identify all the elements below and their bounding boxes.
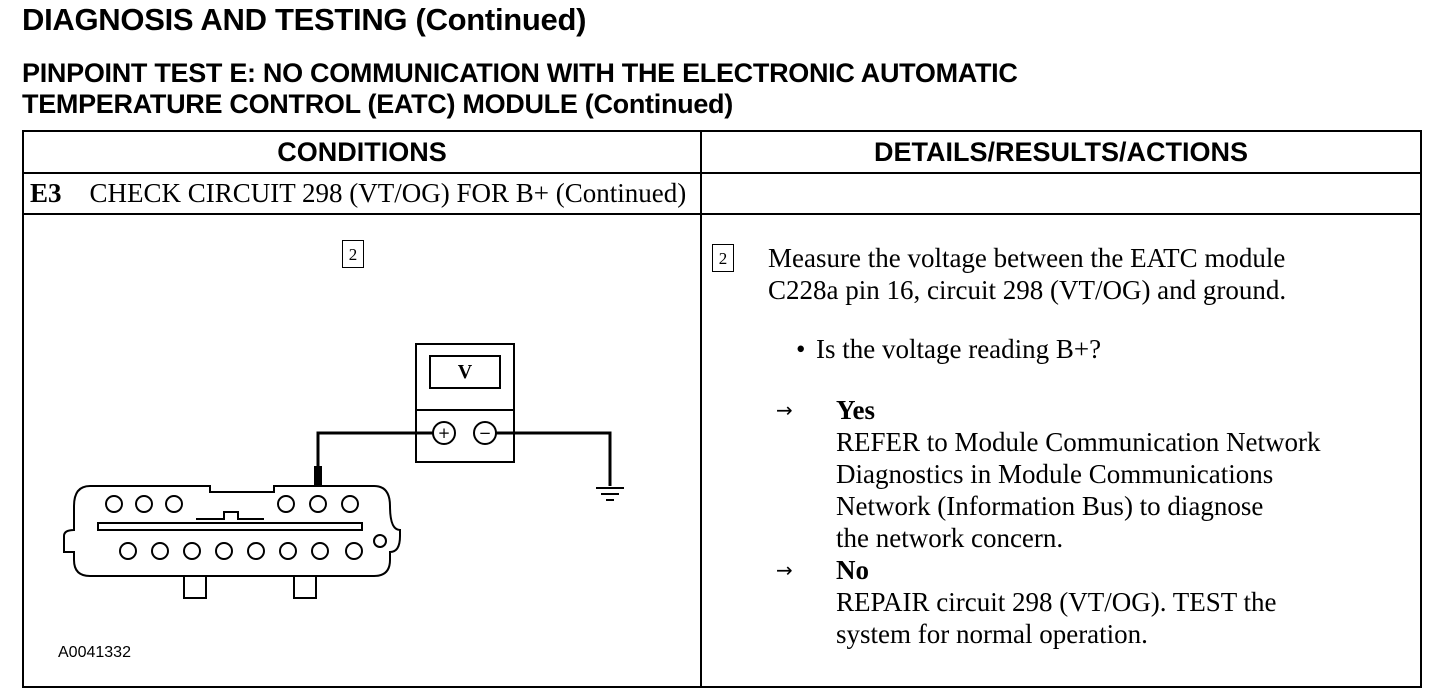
yes-line-4: the network concern. bbox=[836, 523, 1064, 553]
plus-symbol: + bbox=[437, 424, 451, 442]
meter-display: V bbox=[457, 361, 473, 383]
test-title-line-2: TEMPERATURE CONTROL (EATC) MODULE (Conti… bbox=[22, 89, 733, 119]
instruction-line-1: Measure the voltage between the EATC mod… bbox=[768, 243, 1286, 273]
section-title: DIAGNOSIS AND TESTING (Continued) bbox=[22, 2, 587, 37]
pinpoint-test-title: PINPOINT TEST E: NO COMMUNICATION WITH T… bbox=[22, 58, 1018, 120]
conditions-column-header: CONDITIONS bbox=[277, 137, 447, 167]
voltmeter-connector-diagram bbox=[63, 343, 624, 599]
no-arrow-icon: → bbox=[776, 558, 793, 582]
measurement-instruction: Measure the voltage between the EATC mod… bbox=[768, 242, 1408, 306]
details-column-header: DETAILS/RESULTS/ACTIONS bbox=[873, 137, 1248, 167]
no-line-1: REPAIR circuit 298 (VT/OG). TEST the bbox=[836, 587, 1277, 617]
no-result: No REPAIR circuit 298 (VT/OG). TEST the … bbox=[836, 554, 1396, 650]
no-label: No bbox=[836, 555, 869, 585]
figure-id: A0041332 bbox=[58, 644, 131, 661]
step-row-divider bbox=[24, 213, 1420, 215]
step-id: E3 bbox=[30, 178, 62, 208]
diagram-step-marker: 2 bbox=[342, 240, 364, 268]
details-step-marker: 2 bbox=[712, 244, 734, 272]
bullet-icon: • bbox=[796, 334, 806, 364]
ground-symbol-icon bbox=[596, 487, 624, 501]
no-line-2: system for normal operation. bbox=[836, 619, 1148, 649]
step-title: CHECK CIRCUIT 298 (VT/OG) FOR B+ (Contin… bbox=[89, 178, 687, 208]
column-divider bbox=[700, 132, 702, 686]
question-item: • Is the voltage reading B+? bbox=[796, 334, 1102, 365]
yes-line-1: REFER to Module Communication Network bbox=[836, 427, 1321, 457]
pinpoint-test-table: CONDITIONS DETAILS/RESULTS/ACTIONS E3 CHE… bbox=[22, 130, 1422, 688]
minus-symbol: − bbox=[478, 424, 492, 442]
conditions-diagram: 2 bbox=[24, 216, 700, 686]
yes-label: Yes bbox=[836, 395, 875, 425]
step-heading: E3 CHECK CIRCUIT 298 (VT/OG) FOR B+ (Cont… bbox=[30, 178, 686, 209]
test-title-line-1: PINPOINT TEST E: NO COMMUNICATION WITH T… bbox=[22, 58, 1018, 88]
yes-arrow-icon: → bbox=[776, 398, 793, 422]
question-text: Is the voltage reading B+? bbox=[816, 334, 1102, 364]
test-leads bbox=[316, 431, 612, 486]
header-row-divider bbox=[24, 172, 1420, 174]
connector-icon bbox=[63, 485, 401, 599]
yes-result: Yes REFER to Module Communication Networ… bbox=[836, 394, 1396, 554]
voltmeter-icon bbox=[415, 343, 515, 463]
instruction-line-2: C228a pin 16, circuit 298 (VT/OG) and gr… bbox=[768, 275, 1287, 305]
yes-line-3: Network (Information Bus) to diagnose bbox=[836, 491, 1264, 521]
yes-line-2: Diagnostics in Module Communications bbox=[836, 459, 1274, 489]
